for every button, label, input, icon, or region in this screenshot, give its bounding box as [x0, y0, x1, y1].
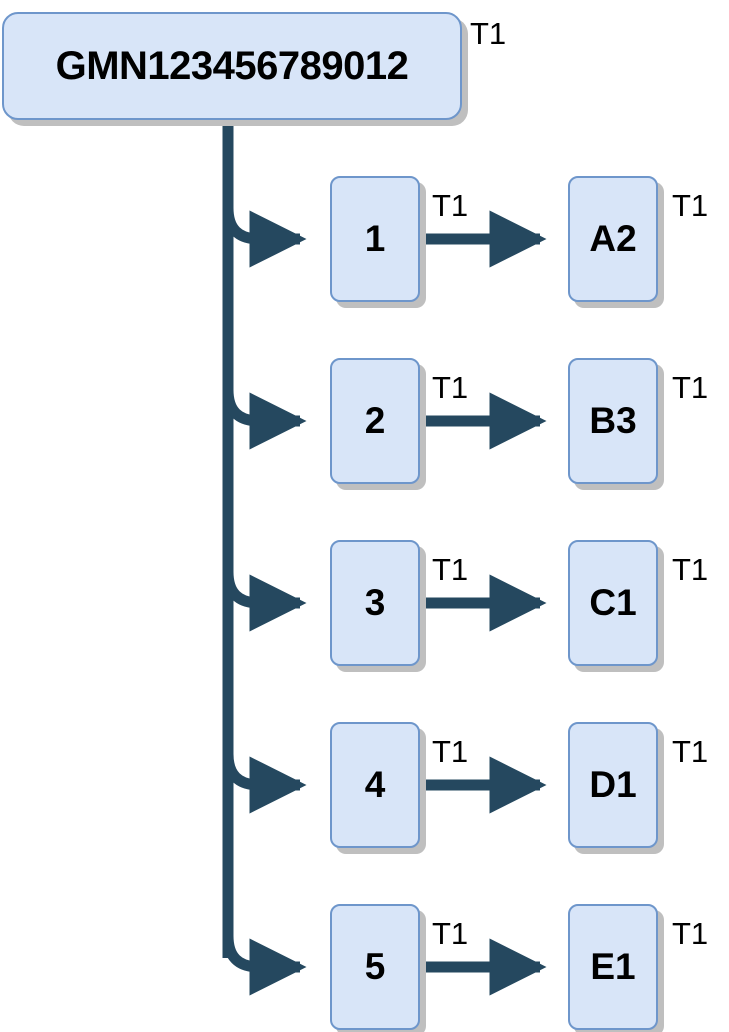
node-right-3[interactable]: C1 — [568, 540, 658, 666]
node-middle-2-label: 2 — [364, 400, 386, 441]
node-right-3-tag: T1 — [672, 552, 709, 587]
node-middle-3-label: 3 — [364, 582, 386, 623]
node-right-5-tag: T1 — [672, 916, 709, 951]
node-right-1-label: A2 — [589, 218, 637, 259]
node-right-4-label: D1 — [589, 764, 637, 805]
node-root[interactable]: GMN123456789012 — [2, 12, 462, 120]
node-right-4[interactable]: D1 — [568, 722, 658, 848]
node-right-5[interactable]: E1 — [568, 904, 658, 1030]
node-middle-2-tag: T1 — [432, 370, 469, 405]
node-root-label: GMN123456789012 — [55, 43, 409, 88]
node-middle-5-tag: T1 — [432, 916, 469, 951]
node-right-1-tag: T1 — [672, 188, 709, 223]
node-right-1[interactable]: A2 — [568, 176, 658, 302]
node-middle-5-label: 5 — [364, 946, 386, 987]
node-middle-1-tag: T1 — [432, 188, 469, 223]
branch-connector-4 — [222, 753, 307, 814]
branch-connector-3 — [222, 571, 307, 632]
node-right-5-label: E1 — [590, 946, 636, 987]
node-middle-4-tag: T1 — [432, 734, 469, 769]
branch-connector-1 — [222, 207, 307, 268]
branch-connector-5 — [222, 935, 307, 996]
node-middle-1-label: 1 — [364, 218, 386, 259]
node-root-tag: T1 — [470, 16, 507, 51]
node-right-2[interactable]: B3 — [568, 358, 658, 484]
node-right-4-tag: T1 — [672, 734, 709, 769]
node-middle-4[interactable]: 4 — [330, 722, 420, 848]
node-middle-1[interactable]: 1 — [330, 176, 420, 302]
node-middle-3-tag: T1 — [432, 552, 469, 587]
node-middle-2[interactable]: 2 — [330, 358, 420, 484]
node-right-2-label: B3 — [589, 400, 637, 441]
branch-connector-2 — [222, 389, 307, 450]
node-right-2-tag: T1 — [672, 370, 709, 405]
node-middle-3[interactable]: 3 — [330, 540, 420, 666]
node-middle-4-label: 4 — [364, 764, 386, 805]
node-right-3-label: C1 — [589, 582, 637, 623]
node-middle-5[interactable]: 5 — [330, 904, 420, 1030]
